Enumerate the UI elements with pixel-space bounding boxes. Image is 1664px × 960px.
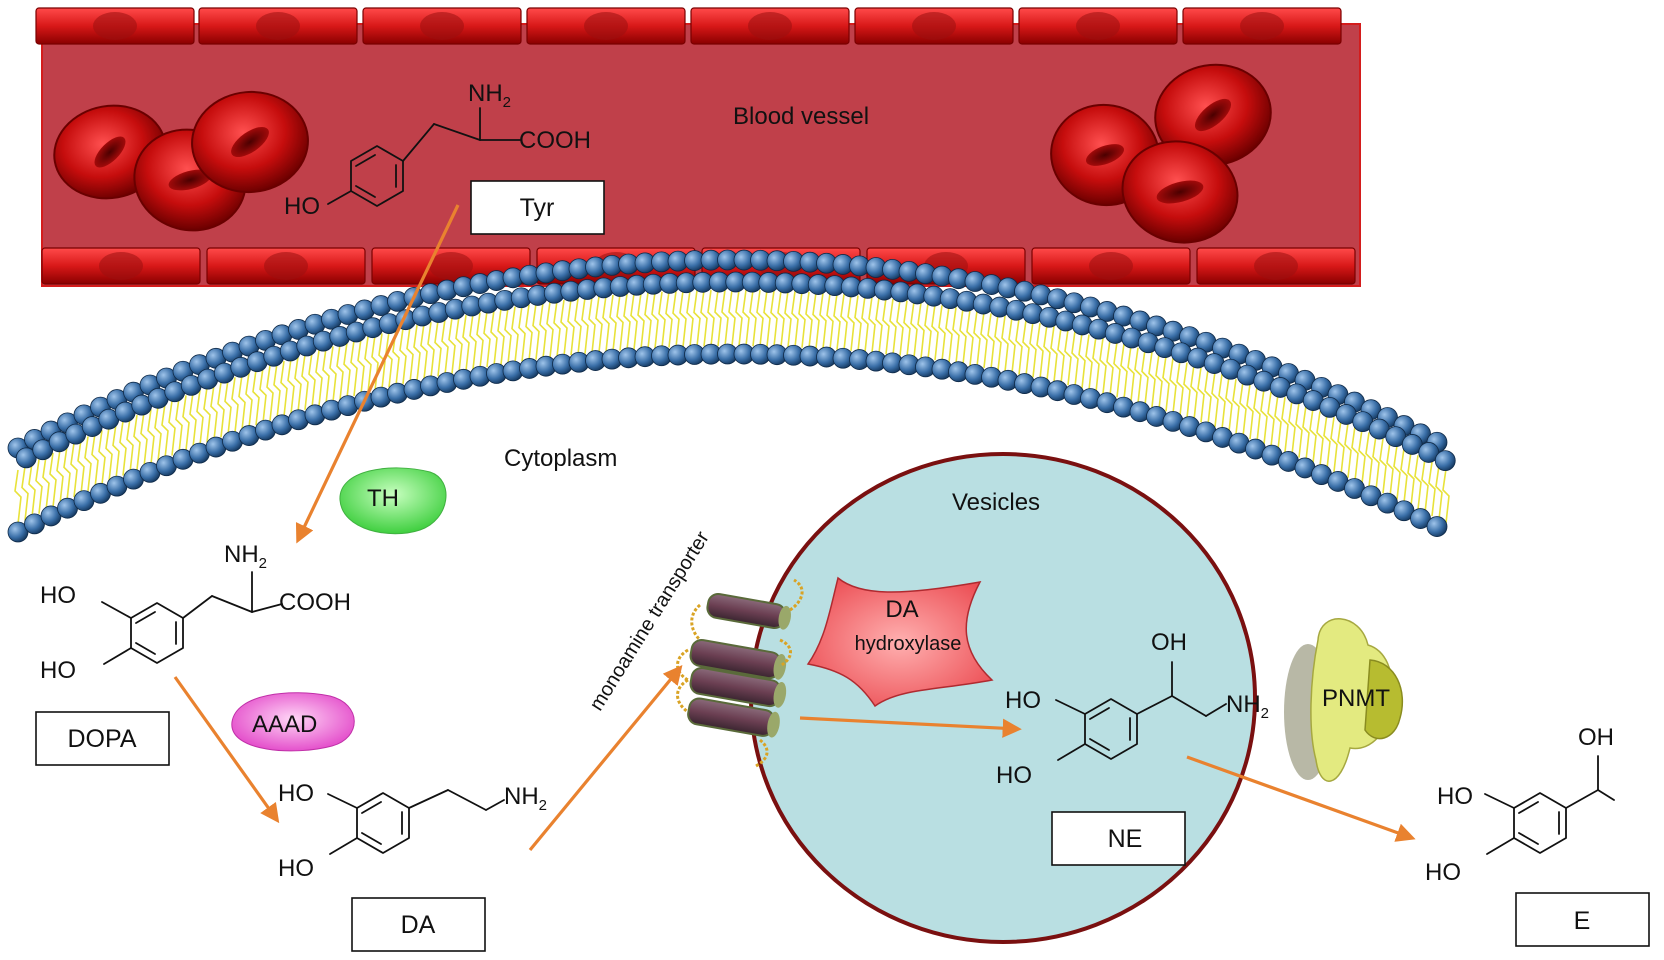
lipid-head-row bbox=[7, 249, 1448, 459]
e-ho-bottom: HO bbox=[1425, 859, 1461, 886]
vessel-wall-segment bbox=[41, 247, 201, 285]
vessel-wall-segment bbox=[526, 7, 686, 45]
aaad-label: AAAD bbox=[252, 711, 317, 738]
arrow-da-to-ne bbox=[799, 716, 1022, 738]
e-label: E bbox=[1574, 907, 1591, 935]
arrow-tyr-to-dopa bbox=[295, 204, 460, 544]
vessel-wall-segment bbox=[1196, 247, 1356, 285]
th-enzyme: TH bbox=[339, 467, 447, 535]
vessel-wall-segment bbox=[1018, 7, 1178, 45]
vessel-wall-segment bbox=[206, 247, 366, 285]
red-blood-cell bbox=[1121, 140, 1239, 244]
tyr-ho: HO bbox=[284, 193, 320, 220]
ne-label: NE bbox=[1108, 825, 1143, 853]
ne-ho-top: HO bbox=[1005, 687, 1041, 714]
vesicle: Vesicles bbox=[749, 452, 1257, 944]
e-ho-top: HO bbox=[1437, 783, 1473, 810]
reaction-arrows bbox=[173, 204, 1416, 852]
da-hydroxylase-enzyme: DA hydroxylase bbox=[806, 576, 994, 708]
dopa-nh2: NH2 bbox=[224, 541, 267, 572]
e-label-box: E bbox=[1515, 892, 1650, 947]
da-nh2: NH2 bbox=[504, 783, 547, 814]
tyr-label-box: Tyr bbox=[470, 180, 605, 235]
epinephrine-structure: OH HO HO bbox=[1425, 724, 1615, 886]
cell-membrane bbox=[7, 249, 1456, 543]
cytoplasm-label: Cytoplasm bbox=[504, 445, 617, 472]
tyr-nh2: NH2 bbox=[468, 80, 511, 111]
dopa-label: DOPA bbox=[68, 725, 137, 753]
ne-oh: OH bbox=[1151, 629, 1187, 656]
pnmt-label: PNMT bbox=[1322, 685, 1390, 712]
dopamine-structure: NH2 HO HO bbox=[278, 780, 547, 882]
dopa-structure: NH2 COOH HO HO bbox=[40, 541, 351, 684]
vessel-wall-segment bbox=[362, 7, 522, 45]
lipid-head-row bbox=[7, 343, 1448, 543]
vessel-wall-segment bbox=[854, 7, 1014, 45]
da-label-box: DA bbox=[351, 897, 486, 952]
vessel-wall-segment bbox=[1182, 7, 1342, 45]
da-ho-top: HO bbox=[278, 780, 314, 807]
red-blood-cells-right bbox=[1050, 63, 1272, 244]
ne-nh2: NH2 bbox=[1226, 691, 1269, 722]
e-oh: OH bbox=[1578, 724, 1614, 751]
tyr-cooh: COOH bbox=[519, 127, 591, 154]
vessel-wall-segment bbox=[198, 7, 358, 45]
vessel-wall-segment bbox=[1031, 247, 1191, 285]
dopa-ho-top: HO bbox=[40, 582, 76, 609]
lipid-tails bbox=[14, 289, 1450, 525]
arrow-da-to-transporter bbox=[528, 665, 683, 852]
vessel-wall-top bbox=[35, 7, 1342, 45]
vesicle-body bbox=[749, 452, 1257, 944]
ne-label-box: NE bbox=[1051, 811, 1186, 866]
da-hydroxylase-label-line2: hydroxylase bbox=[855, 633, 962, 655]
arrow-dopa-to-da bbox=[173, 676, 280, 824]
th-label: TH bbox=[367, 485, 399, 512]
tyr-label: Tyr bbox=[520, 194, 555, 222]
vesicles-label: Vesicles bbox=[952, 489, 1040, 516]
da-label: DA bbox=[401, 911, 436, 939]
ne-ho-bottom: HO bbox=[996, 762, 1032, 789]
lipid-head-row bbox=[15, 271, 1456, 472]
red-blood-cells-left bbox=[53, 90, 309, 232]
blood-vessel-label: Blood vessel bbox=[733, 103, 869, 130]
dopa-cooh: COOH bbox=[279, 589, 351, 616]
aaad-enzyme: AAAD bbox=[231, 692, 355, 752]
norepinephrine-structure: OH NH2 HO HO bbox=[996, 629, 1269, 789]
da-ho-bottom: HO bbox=[278, 855, 314, 882]
arrow-ne-to-e bbox=[1186, 755, 1416, 842]
vessel-wall-segment bbox=[690, 7, 850, 45]
da-hydroxylase-label-line1: DA bbox=[885, 596, 918, 623]
dopa-label-box: DOPA bbox=[35, 711, 170, 766]
red-blood-cell bbox=[191, 90, 309, 194]
pnmt-enzyme: PNMT bbox=[1284, 618, 1404, 782]
vessel-wall-segment bbox=[35, 7, 195, 45]
dopa-ho-bottom: HO bbox=[40, 657, 76, 684]
tyrosine-structure: NH2 COOH HO bbox=[284, 80, 591, 220]
